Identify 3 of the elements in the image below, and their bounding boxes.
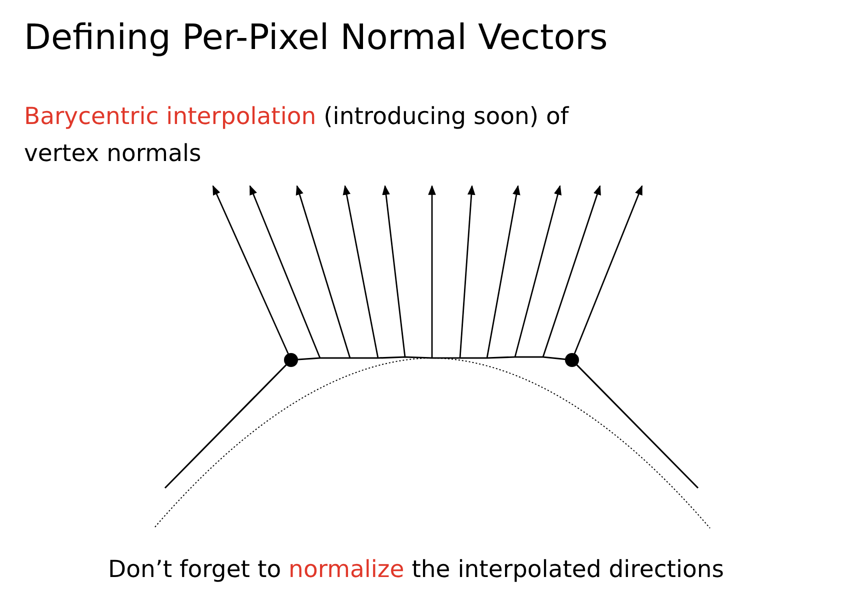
subtitle-text: Barycentric interpolation (introducing soon) of vertex normals [24, 101, 570, 169]
note-text: Don’t forget to normalize the interpolated directions [108, 554, 725, 585]
slide-title: Defining Per-Pixel Normal Vectors [24, 18, 608, 58]
